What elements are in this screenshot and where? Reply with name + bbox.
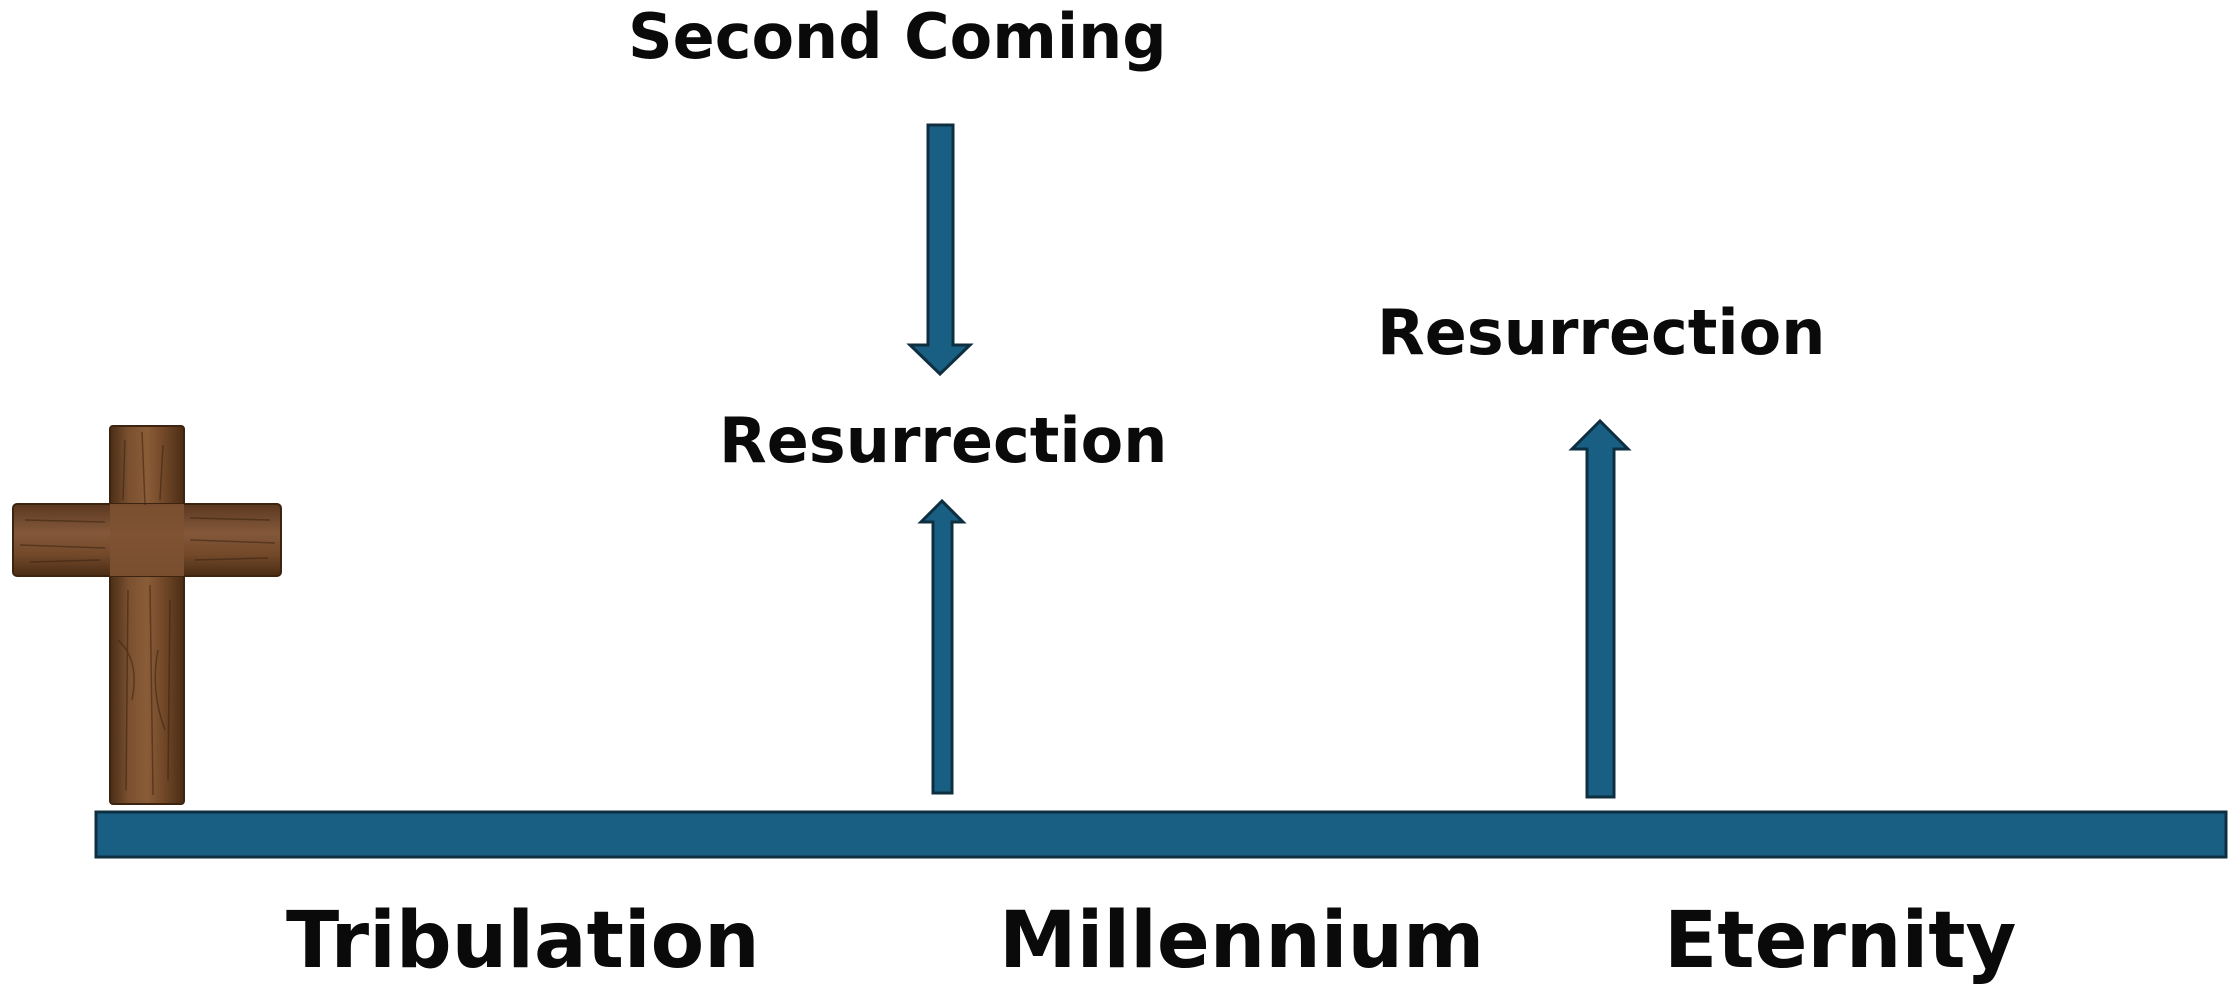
second-resurrection-label: Resurrection (1377, 296, 1826, 369)
period-label-millennium: Millennium (999, 896, 1485, 986)
first-resurrection-label: Resurrection (719, 404, 1168, 477)
timeline-bar (94, 810, 2228, 859)
second-resurrection-up-arrow (1568, 418, 1632, 799)
second-coming-down-arrow (906, 123, 974, 377)
period-label-tribulation: Tribulation (286, 896, 760, 986)
first-resurrection-up-arrow (917, 498, 967, 795)
period-label-eternity: Eternity (1664, 896, 2017, 986)
wooden-cross-icon (12, 425, 282, 805)
second-coming-label: Second Coming (628, 0, 1167, 73)
